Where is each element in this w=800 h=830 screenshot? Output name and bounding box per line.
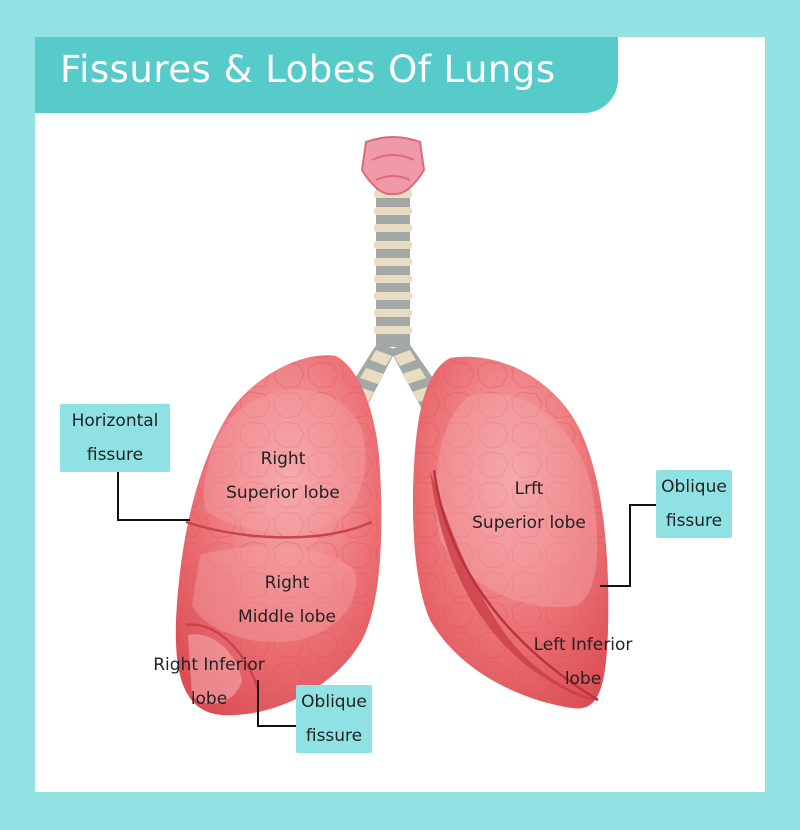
callout-lines (117, 472, 656, 727)
left-superior-lobe-label: Lrft Superior lobe (472, 479, 586, 533)
title-banner (35, 37, 618, 113)
larynx (360, 136, 426, 196)
left-lung (412, 356, 609, 709)
oblique-fissure-left-line (600, 504, 656, 587)
oblique-fissure-right-callout: Oblique fissure (296, 685, 372, 753)
page-title: Fissures & Lobes Of Lungs (60, 48, 556, 91)
right-superior-lobe-label: Right Superior lobe (226, 449, 340, 503)
oblique-fissure-left-callout: Oblique fissure (656, 470, 732, 538)
horizontal-fissure-callout: Horizontal fissure (60, 404, 170, 472)
right-middle-lobe-label: Right Middle lobe (238, 573, 336, 627)
right-inferior-lobe-label: Right Inferior lobe (153, 655, 265, 709)
horizontal-fissure-line (117, 472, 190, 521)
trachea (374, 182, 412, 347)
left-inferior-lobe-label: Left Inferior lobe (533, 635, 633, 689)
oblique-fissure-right-line (257, 680, 298, 727)
right-lung (175, 355, 382, 716)
